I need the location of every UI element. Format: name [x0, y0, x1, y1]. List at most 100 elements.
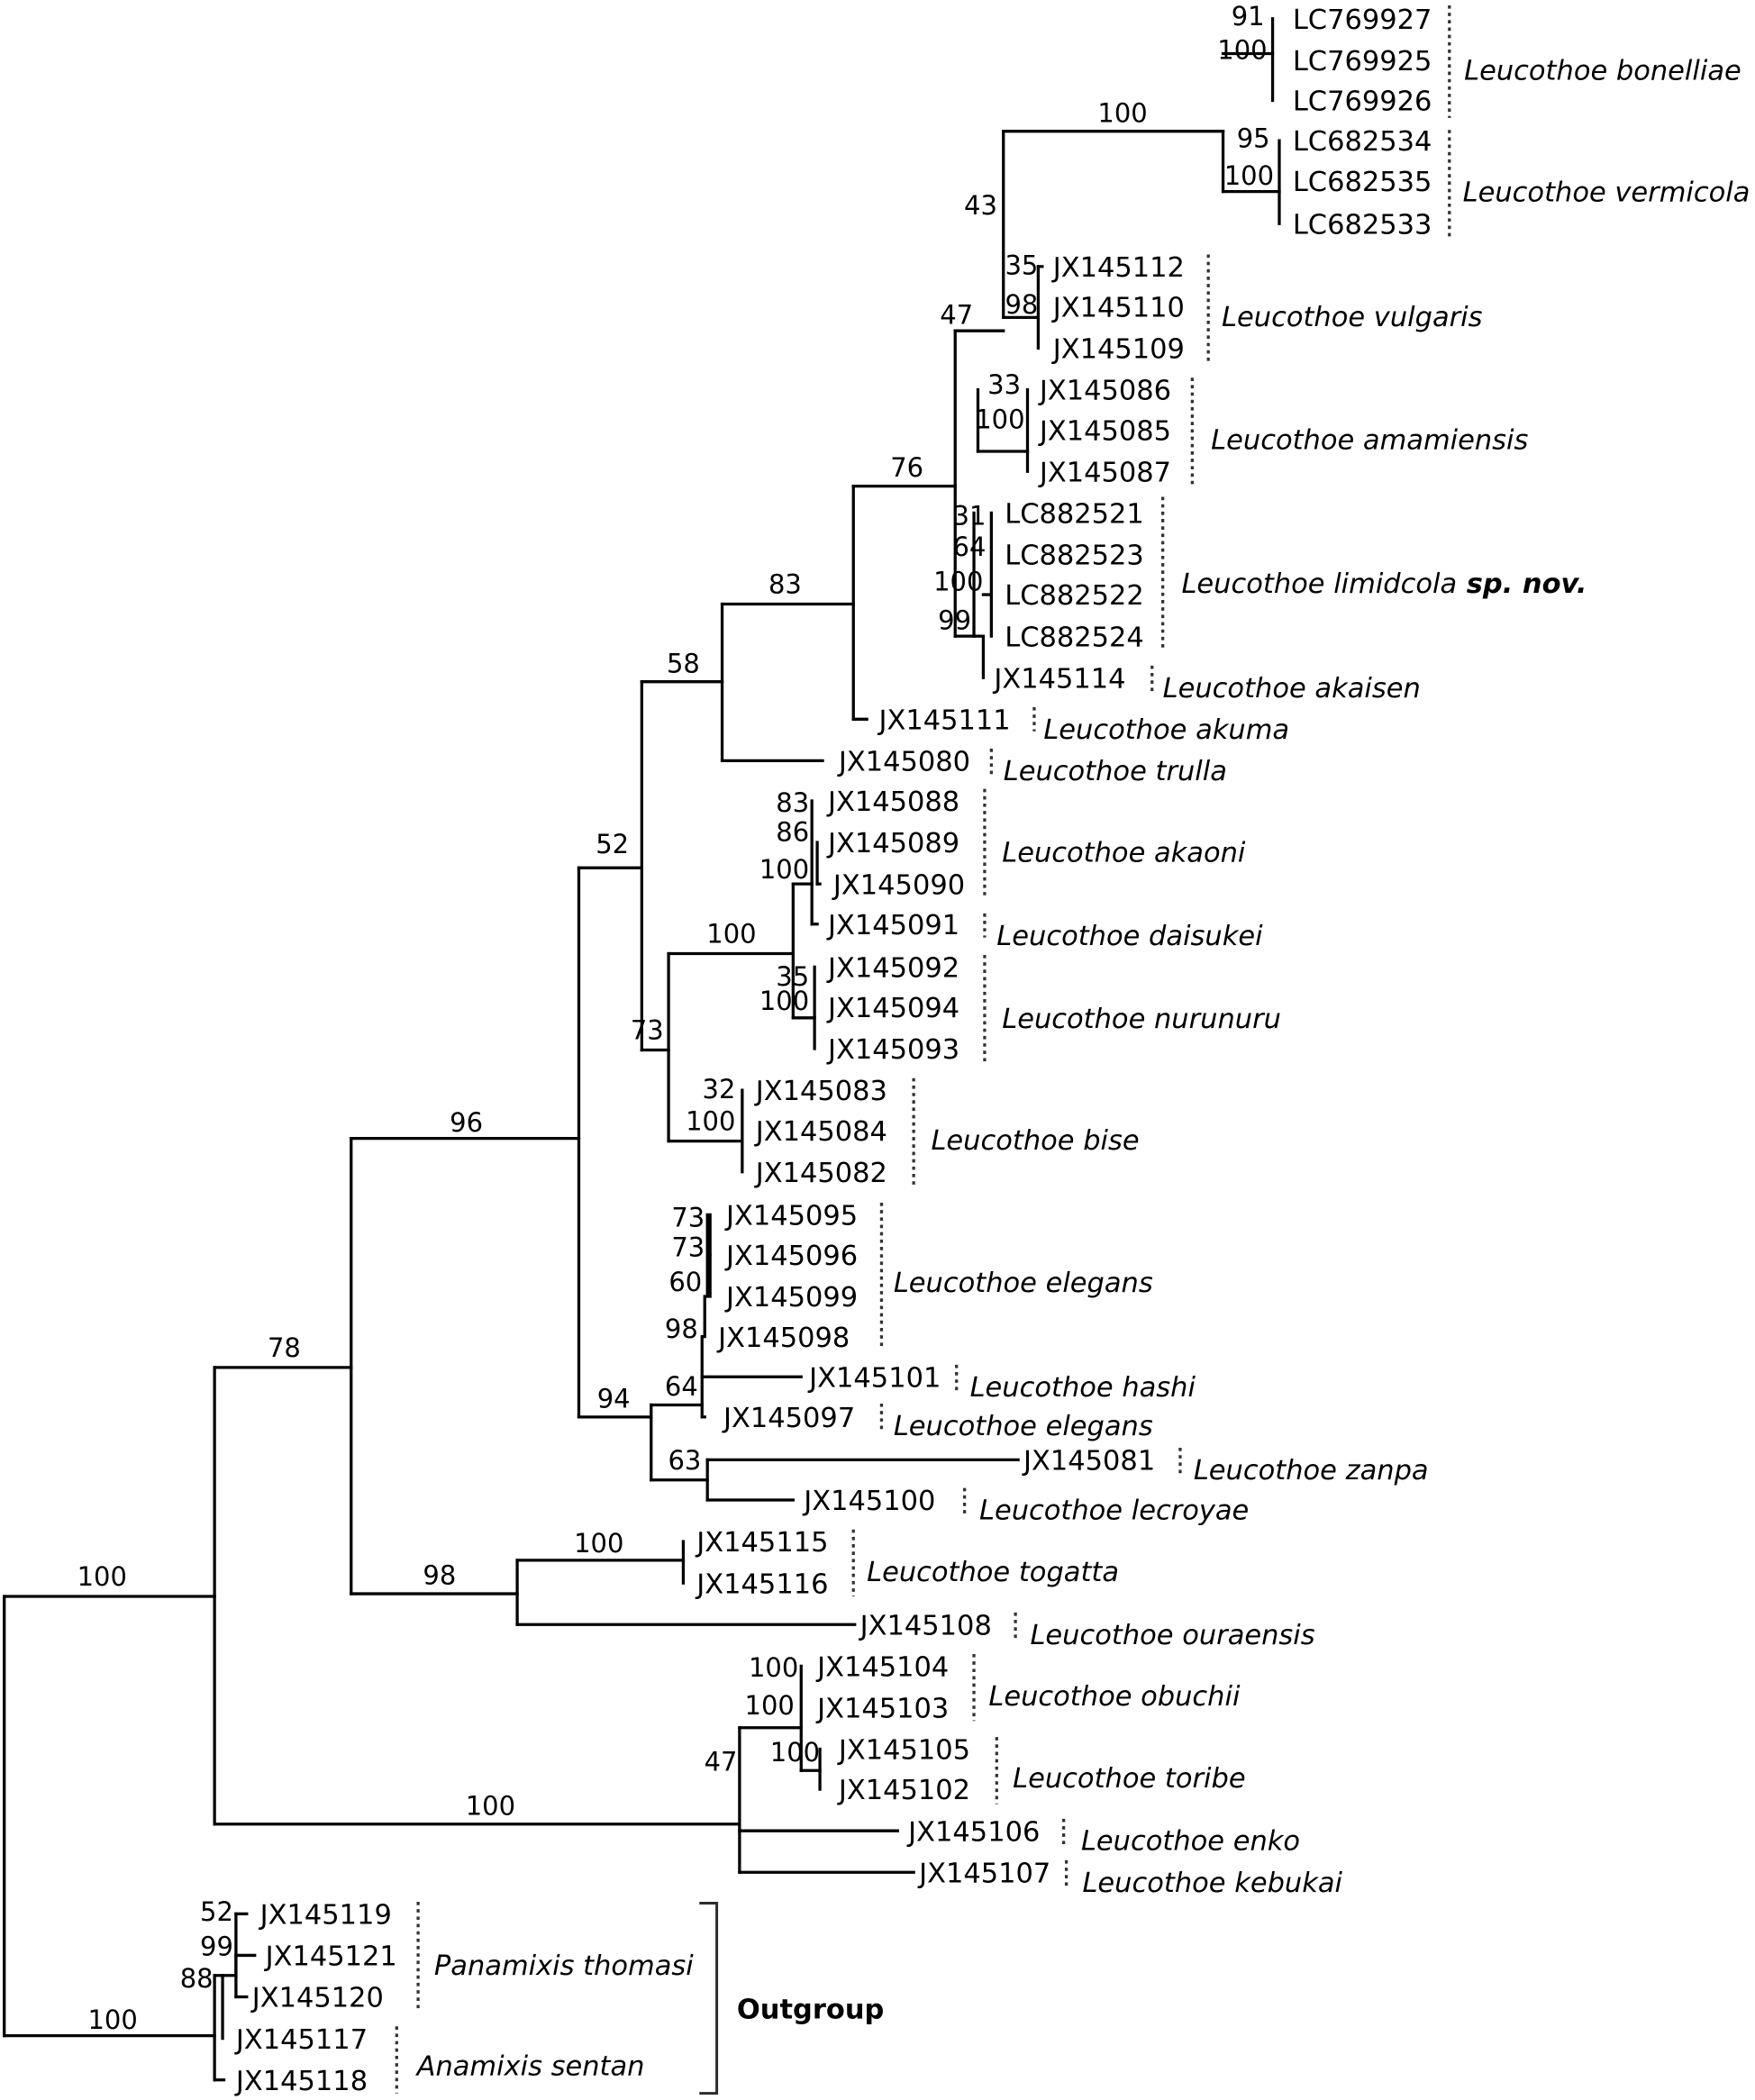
- tip-label: JX145120: [250, 1983, 384, 2014]
- tip-label: LC682534: [1293, 126, 1432, 158]
- support-value: 52: [596, 829, 629, 859]
- tip-label: JX145110: [1051, 293, 1185, 324]
- tip-label: JX145081: [1022, 1446, 1155, 1477]
- support-value: 98: [423, 1560, 456, 1591]
- support-value: 100: [1217, 34, 1267, 65]
- species-label: Leucothoe obuchii: [988, 1681, 1241, 1713]
- tip-label: JX145083: [754, 1076, 887, 1107]
- species-label: Anamixis sentan: [415, 2050, 645, 2082]
- tip-label: JX145102: [837, 1775, 970, 1806]
- species-label: Leucothoe vermicola: [1463, 177, 1750, 209]
- support-value: 35: [1005, 250, 1039, 281]
- tip-label: JX145088: [826, 786, 959, 818]
- support-value: 96: [450, 1107, 483, 1138]
- species-label: Leucothoe akaisen: [1163, 673, 1421, 705]
- species-label: Leucothoe bise: [931, 1125, 1139, 1157]
- species-label: Leucothoe elegans: [894, 1268, 1153, 1299]
- support-value: 88: [180, 1963, 214, 1994]
- tip-label: JX145082: [754, 1158, 887, 1189]
- tip-label: JX145090: [832, 869, 965, 901]
- support-value: 100: [1097, 97, 1147, 128]
- support-value: 31: [953, 501, 987, 532]
- tip-label: JX145119: [259, 1900, 392, 1932]
- support-value: 100: [759, 854, 809, 885]
- tip-label: JX145091: [826, 910, 959, 941]
- species-label: Leucothoe bonelliae: [1464, 55, 1741, 86]
- support-value: 78: [268, 1332, 301, 1363]
- tip-label: JX145094: [826, 993, 959, 1024]
- support-value: 86: [776, 817, 809, 848]
- support-value: 100: [933, 567, 983, 597]
- tip-label: JX145085: [1038, 415, 1171, 447]
- species-label: Leucothoe hashi: [970, 1372, 1196, 1404]
- tip-label: LC769926: [1293, 86, 1432, 118]
- support-value: 98: [1005, 289, 1039, 320]
- tip-label: JX145115: [695, 1527, 828, 1559]
- support-value: 73: [671, 1232, 705, 1262]
- tip-label: JX145086: [1038, 376, 1171, 407]
- tip-label: JX145109: [1051, 334, 1185, 366]
- tip-label: LC769925: [1293, 46, 1432, 77]
- support-value: 64: [953, 532, 987, 562]
- outgroup-label: Outgroup: [737, 1994, 884, 2025]
- tip-label: JX145121: [264, 1941, 397, 1973]
- support-value: 100: [686, 1106, 735, 1137]
- tip-label: JX145112: [1051, 252, 1185, 284]
- tip-label: LC882522: [1005, 580, 1144, 612]
- species-label: Leucothoe vulgaris: [1222, 302, 1483, 333]
- tip-label: LC682533: [1293, 209, 1432, 241]
- support-value: 95: [1237, 123, 1270, 154]
- species-label: Leucothoe akuma: [1043, 714, 1289, 746]
- support-value: 33: [987, 369, 1021, 400]
- support-value: 100: [745, 1690, 795, 1721]
- species-label: Leucothoe trulla: [1004, 756, 1227, 787]
- tip-label: JX145089: [826, 828, 959, 859]
- support-value: 63: [668, 1445, 701, 1476]
- tip-label: JX145099: [724, 1282, 858, 1314]
- support-value: 60: [668, 1267, 702, 1297]
- support-value: 64: [665, 1371, 698, 1402]
- support-value: 43: [964, 190, 997, 221]
- species-label: Leucothoe toribe: [1013, 1763, 1245, 1795]
- species-separators: [395, 5, 1451, 2094]
- support-value: 83: [776, 787, 809, 818]
- support-value: 98: [665, 1314, 698, 1344]
- support-value: 35: [776, 961, 809, 992]
- tip-label: JX145107: [917, 1858, 1050, 1889]
- support-value: 76: [890, 452, 923, 483]
- tip-label: JX145105: [837, 1735, 970, 1767]
- support-value: 73: [631, 1015, 664, 1046]
- tip-label: JX145097: [722, 1403, 855, 1434]
- species-label: Leucothoe akaoni: [1002, 838, 1246, 869]
- support-value: 100: [759, 986, 809, 1016]
- support-value: 47: [940, 300, 973, 331]
- tip-label: JX145117: [234, 2024, 368, 2056]
- support-value: 100: [975, 405, 1024, 435]
- tip-label: JX145087: [1038, 457, 1171, 488]
- support-value: 94: [597, 1383, 631, 1414]
- tip-label: JX145103: [815, 1694, 949, 1725]
- tip-label: JX145084: [754, 1116, 887, 1148]
- tip-label: JX145096: [724, 1241, 858, 1272]
- species-label: Leucothoe zanpa: [1194, 1455, 1429, 1486]
- species-label: Leucothoe kebukai: [1082, 1868, 1342, 1899]
- tip-label: JX145118: [234, 2066, 368, 2097]
- support-value: 100: [77, 1561, 127, 1592]
- species-label: Leucothoe amamiensis: [1211, 425, 1528, 457]
- support-value: 83: [768, 569, 802, 600]
- support-value: 73: [671, 1203, 705, 1233]
- species-label: Leucothoe elegans: [894, 1411, 1153, 1442]
- tip-label: LC882524: [1005, 622, 1144, 653]
- tip-label: JX145092: [826, 952, 959, 984]
- tip-label: JX145093: [826, 1034, 959, 1066]
- tip-label: JX145104: [815, 1651, 949, 1683]
- species-label: Leucothoe daisukei: [996, 921, 1263, 952]
- support-value: 99: [938, 605, 971, 636]
- species-label: Leucothoe enko: [1081, 1826, 1300, 1858]
- support-value: 99: [200, 1931, 233, 1961]
- support-value: 52: [200, 1896, 233, 1927]
- tree-branches: [3, 17, 1281, 2095]
- support-value: 100: [466, 1790, 515, 1821]
- support-value: 100: [1224, 160, 1274, 191]
